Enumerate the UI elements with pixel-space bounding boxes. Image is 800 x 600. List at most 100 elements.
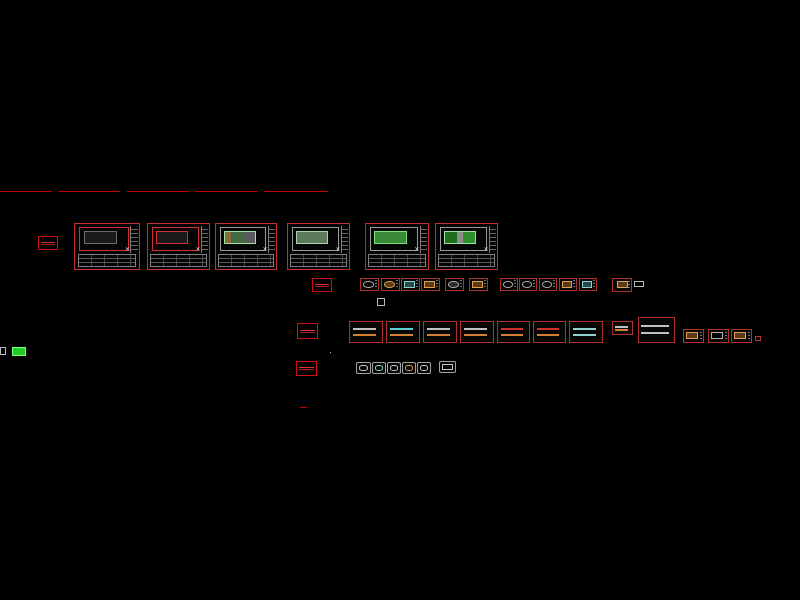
drawing-sheet[interactable]: ✕ — [287, 223, 350, 270]
small-frame[interactable] — [0, 347, 6, 355]
north-arrow-icon: ✕ — [483, 245, 489, 253]
title-block — [419, 225, 427, 253]
plan-outline — [439, 227, 488, 251]
plan-fill — [156, 231, 189, 245]
detail-drawing — [424, 280, 435, 288]
detail-sheet[interactable] — [500, 278, 518, 291]
point-marker — [330, 352, 331, 353]
detail-drawing — [472, 280, 483, 288]
schedule-table — [218, 254, 274, 267]
detail-sheet[interactable] — [708, 329, 729, 343]
detail-sheet[interactable] — [519, 278, 537, 291]
boundary-line-segment — [127, 191, 189, 192]
detail-sheet[interactable] — [731, 329, 752, 343]
detail-drawing — [358, 365, 369, 371]
north-arrow-icon: ✕ — [195, 245, 201, 253]
detail-sheet[interactable] — [539, 278, 557, 291]
detail-sheet[interactable] — [387, 362, 401, 374]
plan-band — [464, 328, 487, 330]
detail-sheet[interactable] — [445, 278, 464, 291]
boundary-line-segment — [58, 191, 120, 192]
section-sheet[interactable] — [638, 317, 675, 343]
detail-drawing — [374, 365, 384, 371]
detail-sheet[interactable] — [612, 278, 632, 292]
title-strip — [375, 279, 378, 290]
north-arrow-icon: ✕ — [125, 245, 131, 253]
drawing-sheet[interactable]: ✕ — [147, 223, 210, 270]
title-strip — [460, 279, 463, 290]
detail-sheet[interactable] — [381, 278, 400, 291]
drawing-sheet[interactable]: ✕ — [74, 223, 140, 270]
small-frame[interactable] — [634, 281, 644, 287]
group-title-block[interactable] — [297, 323, 318, 339]
title-strip — [533, 279, 536, 290]
detail-drawing — [521, 280, 532, 288]
plan-outline — [369, 227, 419, 251]
detail-sheet[interactable] — [683, 329, 704, 343]
plan-outline — [151, 227, 200, 251]
detail-drawing — [404, 280, 415, 288]
plan-outline — [78, 227, 129, 251]
title-strip — [593, 279, 596, 290]
plan-band — [427, 328, 450, 330]
plan-band — [614, 325, 629, 328]
plan-sheet[interactable] — [349, 321, 383, 343]
small-frame[interactable] — [755, 336, 761, 341]
detail-drawing — [616, 281, 628, 289]
detail-sheet[interactable] — [417, 362, 431, 374]
group-title-block[interactable] — [312, 278, 332, 292]
title-block — [488, 225, 496, 253]
drawing-sheet[interactable]: ✕ — [435, 223, 498, 270]
detail-sheet[interactable] — [579, 278, 597, 291]
title-strip — [573, 279, 576, 290]
plan-sheet[interactable] — [423, 321, 457, 343]
north-arrow-icon: ✕ — [414, 245, 420, 253]
plan-band — [390, 334, 413, 336]
plan-sheet[interactable] — [386, 321, 420, 343]
title-strip — [699, 330, 703, 342]
detail-sheet[interactable] — [402, 362, 416, 374]
schedule-table — [290, 254, 347, 267]
plan-band — [640, 332, 669, 335]
plan-sheet[interactable] — [612, 321, 633, 335]
drawing-sheet[interactable]: ✕ — [215, 223, 277, 270]
plan-outline — [219, 227, 267, 251]
plan-sheet[interactable] — [569, 321, 603, 343]
plan-sheet[interactable] — [460, 321, 494, 343]
detail-sheet[interactable] — [439, 361, 456, 373]
north-arrow-icon: ✕ — [335, 245, 341, 253]
detail-sheet[interactable] — [356, 362, 371, 374]
detail-drawing — [581, 280, 592, 288]
plan-band — [573, 334, 596, 336]
detail-sheet[interactable] — [401, 278, 420, 291]
small-frame[interactable] — [377, 298, 385, 306]
plan-fill — [296, 231, 329, 245]
detail-drawing — [442, 364, 453, 370]
plan-band — [427, 334, 450, 336]
group-title-block[interactable] — [296, 361, 317, 376]
detail-sheet[interactable] — [372, 362, 386, 374]
group-title-block[interactable] — [38, 236, 58, 250]
detail-sheet[interactable] — [559, 278, 577, 291]
plan-sheet[interactable] — [497, 321, 530, 343]
plan-band — [501, 328, 523, 330]
plan-band — [464, 334, 487, 336]
detail-sheet[interactable] — [421, 278, 440, 291]
title-strip — [724, 330, 728, 342]
schedule-table — [368, 254, 426, 267]
detail-sheet[interactable] — [360, 278, 379, 291]
title-strip — [747, 330, 751, 342]
schedule-table — [438, 254, 495, 267]
detail-sheet[interactable] — [469, 278, 488, 291]
plan-sheet[interactable] — [533, 321, 566, 343]
drawing-sheet[interactable]: ✕ — [365, 223, 429, 270]
detail-drawing — [419, 365, 429, 371]
detail-drawing — [561, 280, 572, 288]
title-strip — [396, 279, 399, 290]
detail-drawing — [502, 280, 513, 288]
plan-fill — [83, 231, 118, 245]
plan-band — [573, 328, 596, 330]
green-legend-block[interactable] — [12, 347, 26, 356]
plan-band — [537, 328, 559, 330]
